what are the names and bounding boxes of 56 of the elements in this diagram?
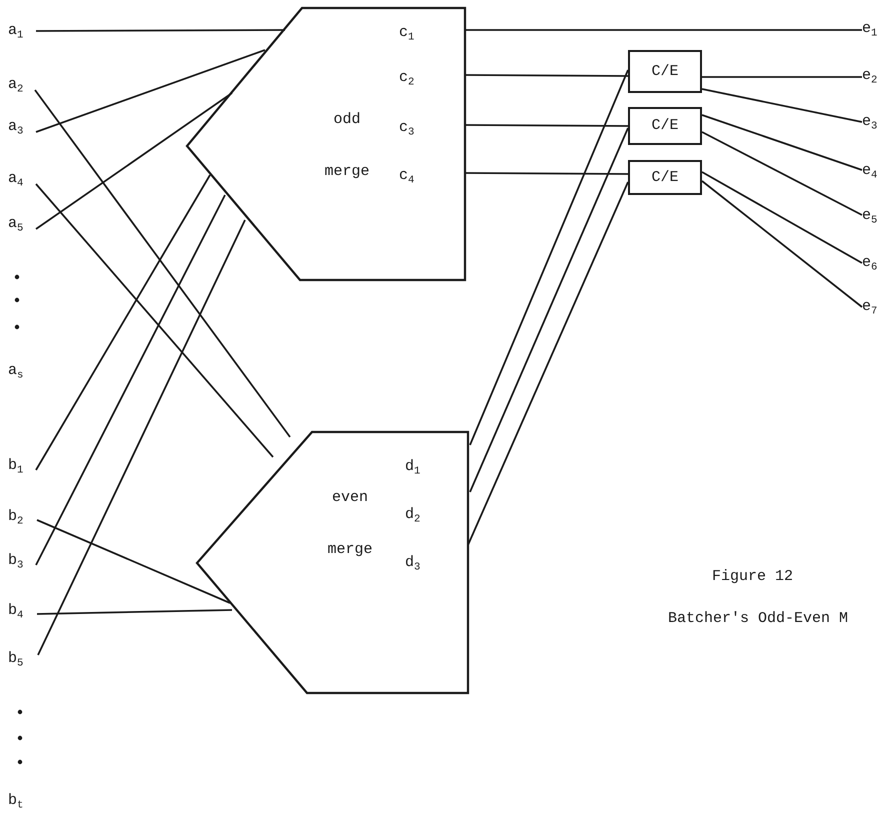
output-label: e$_{7}$ — [862, 298, 892, 318]
connection-line — [36, 49, 266, 133]
connection-line — [36, 609, 232, 615]
connection-line — [702, 114, 862, 171]
port-label: d$_{2}$ — [405, 506, 420, 524]
connection-line — [36, 29, 285, 32]
connection-line — [35, 183, 274, 458]
input-label: b$_{2}$ — [8, 508, 36, 528]
connection-line — [37, 220, 246, 656]
port-label: c$_{4}$ — [399, 167, 414, 185]
connection-line — [465, 29, 862, 31]
connection-line — [469, 70, 629, 446]
connection-line — [467, 182, 629, 546]
compare-exchange-box: C/E — [628, 160, 702, 195]
connection-line — [35, 92, 233, 230]
connection-line — [465, 172, 628, 175]
connection-line — [36, 519, 230, 604]
connection-line — [465, 74, 628, 77]
output-label: e$_{3}$ — [862, 113, 892, 133]
input-label: a$_{1}$ — [8, 22, 36, 42]
input-label: a$_{5}$ — [8, 215, 36, 235]
figure-caption: Batcher's Odd-Even M — [668, 610, 848, 627]
input-label: a$_{2}$ — [8, 76, 36, 96]
connection-line — [469, 128, 629, 492]
port-label: d$_{1}$ — [405, 458, 420, 476]
output-label: e$_{1}$ — [862, 20, 892, 40]
port-label: c$_{2}$ — [399, 69, 414, 87]
connection-line — [701, 180, 863, 308]
block-label: odd merge — [323, 110, 370, 182]
block-label: even merge — [326, 488, 374, 560]
input-label: a$_{s}$ — [8, 362, 24, 379]
connection-line — [465, 124, 628, 127]
input-label: b$_{t}$ — [8, 792, 24, 809]
input-label: a$_{3}$ — [8, 118, 36, 138]
connection-line — [702, 171, 862, 264]
input-label: b$_{3}$ — [8, 552, 36, 572]
output-label: e$_{4}$ — [862, 162, 892, 182]
output-label: e$_{2}$ — [862, 67, 892, 87]
output-label: e$_{6}$ — [862, 254, 892, 274]
port-label: d$_{3}$ — [405, 554, 420, 572]
port-label: c$_{1}$ — [399, 24, 414, 42]
input-label: a$_{4}$ — [8, 170, 36, 190]
connection-line — [702, 88, 862, 123]
compare-exchange-box: C/E — [628, 50, 702, 93]
connection-line — [35, 194, 226, 566]
figure-title: Figure 12 — [712, 568, 794, 585]
compare-exchange-box: C/E — [628, 107, 702, 145]
connection-line — [702, 76, 862, 78]
input-label: b$_{1}$ — [8, 457, 36, 477]
connection-line — [702, 131, 862, 216]
connection-line — [34, 89, 291, 438]
port-label: c$_{3}$ — [399, 119, 414, 137]
input-label: b$_{4}$ — [8, 602, 36, 622]
input-label: b$_{5}$ — [8, 650, 36, 670]
connection-line — [35, 174, 211, 470]
output-label: e$_{5}$ — [862, 207, 892, 227]
